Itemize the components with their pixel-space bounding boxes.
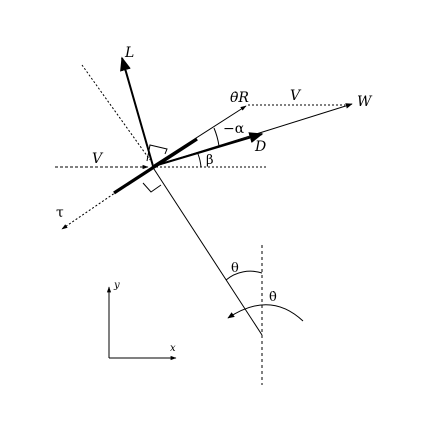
dotted-extension-line <box>81 64 151 161</box>
theta-label: θ <box>231 261 239 276</box>
theta-dot-arc-arrow <box>227 304 304 322</box>
theta-dot-label: θ̇ <box>269 290 277 305</box>
right-angle-marker-bottom <box>142 182 162 193</box>
drag-label: D <box>254 139 266 155</box>
beta-label: β <box>206 153 214 168</box>
minus-alpha-label: −α <box>223 121 245 137</box>
x-axis-label: x <box>170 343 176 354</box>
tau-label: τ <box>56 205 64 221</box>
drag-arrow <box>153 132 264 167</box>
rotational-velocity-arrow <box>153 105 247 166</box>
lift-label: L <box>124 45 134 61</box>
arm-line <box>151 165 263 336</box>
beta-arc <box>197 153 202 168</box>
w-label: W <box>357 94 373 110</box>
lift-arrow <box>120 56 154 167</box>
alpha-arc <box>213 127 220 147</box>
left-v-label: V <box>92 151 104 167</box>
top-v-label: V <box>290 88 302 104</box>
theta-dot-r-label: θ̇R <box>230 90 249 106</box>
y-axis-label: y <box>113 280 120 291</box>
theta-arc <box>225 270 263 281</box>
